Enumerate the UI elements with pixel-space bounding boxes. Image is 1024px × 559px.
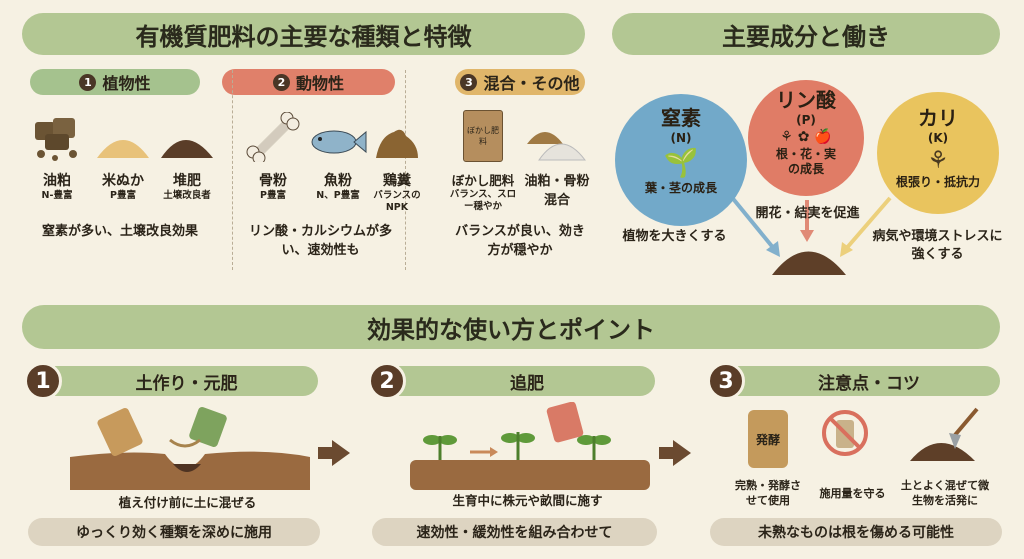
jar-label: 発酵 [755,432,780,447]
leaf-icon: 🌱 [663,146,699,179]
item-rice-bran: 米ぬか P豊富 [88,112,158,202]
item-compost: 堆肥 土壌改良者 [152,112,222,202]
mixed-powder-icon [522,112,592,162]
category-animal: 2 動物性 [222,69,395,95]
item-chicken-manure: 鶏糞 バランスの NPK [362,112,432,214]
item-name: 鶏糞 [383,173,411,189]
soil-pile-icon [772,251,846,275]
step-caption: 植え付け前に土に混ぜる [118,495,257,510]
nutrient-effect: 開花・結実を促進 [755,206,860,221]
step-number: 3 [707,362,745,400]
item-sub: P豊富 [260,190,286,201]
item-name: 油粕 [43,173,71,189]
fish-icon [303,112,373,162]
nutrient-name: カリ [918,106,958,130]
nutrient-effect: 植物を大きくする [622,229,727,244]
item-sub: バランス、スロー穏やか [449,189,517,212]
step-title: 注意点・コツ [738,366,1000,396]
item-sub: N、P豊富 [316,190,360,201]
step-number: 2 [368,362,406,400]
item-mixed: 油粕・骨粉混合 [522,112,592,208]
bone-icon [238,112,308,162]
nutrient-symbol: (N) [670,131,692,145]
nutrient-effect: 病気や環境ストレスに強くする [872,229,1003,262]
category-number: 3 [460,73,478,91]
types-title: 有機質肥料の主要な種類と特徴 [22,13,585,55]
tip-text: 施用量を守る [819,487,886,500]
tip-text: 完熟・発酵させて使用 [735,479,801,507]
item-name: 骨粉 [259,173,287,189]
item-name: 魚粉 [324,173,352,189]
fertilizer-bag-icon [546,402,584,443]
item-oil-cake: 油粕 N-豊富 [22,112,92,202]
nutrients-title: 主要成分と働き [612,13,1000,55]
nutrient-name: 窒素 [661,106,701,130]
category-plant: 1 植物性 [30,69,200,95]
step-point: ゆっくり効く種類を深めに施用 [28,518,320,546]
item-sub: 土壌改良者 [163,190,211,201]
fertilizer-bag-icon: ぼかし肥料 [448,110,518,162]
rice-bran-icon [88,112,158,162]
step-point: 速効性・緩効性を組み合わせて [372,518,657,546]
category-desc: バランスが良い、効き方が穏やか [455,224,585,258]
item-bokashi: ぼかし肥料 ぼかし肥料 バランス、スロー穏やか [448,110,518,213]
category-label: 動物性 [295,74,344,93]
item-name: 米ぬか [102,173,144,189]
category-label: 混合・その他 [483,74,580,93]
nutrient-name: リン酸 [776,88,836,112]
fermented-jar-icon: 発酵 [748,410,788,468]
fertilizer-bag-icon [189,407,227,447]
step-title: 追肥 [399,366,655,396]
item-fish-meal: 魚粉 N、P豊富 [303,112,373,202]
category-desc: 窒素が多い、土壌改良効果 [41,224,198,239]
roots-icon: ⚘ [927,146,949,174]
compost-icon [152,112,222,162]
arrow-shaft [318,447,334,459]
nutrient-function: 根・花・実の成長 [775,147,836,176]
item-name: ぼかし肥料 [451,173,515,188]
bag-label: ぼかし肥料 [467,126,499,146]
nutrient-symbol: (K) [927,131,949,145]
category-number: 2 [272,73,290,91]
item-name: 油粕・骨粉混合 [524,174,590,208]
step-number: 1 [24,362,62,400]
arrow-right-icon [673,440,691,466]
nutrient-nitrogen: 窒素 (N) 🌱 葉・茎の成長 [615,94,747,226]
item-name: 堆肥 [173,173,201,189]
category-desc: リン酸・カルシウムが多い、速効性も [248,224,392,258]
soil-mixing-illustration [70,407,310,490]
item-sub: N-豊富 [41,190,73,201]
nutrient-potassium: カリ (K) ⚘ 根張り・抵抗力 [877,92,999,214]
divider [232,70,233,270]
no-overuse-icon [822,410,868,456]
nutrient-arrows [728,193,892,275]
oil-cake-icon [22,112,92,162]
nutrient-phosphorus: リン酸 (P) ⚘ ✿ 🍎 根・花・実の成長 [748,80,864,196]
root-flower-fruit-icon: ⚘ ✿ 🍎 [780,129,832,145]
category-mixed: 3 混合・その他 [455,69,585,95]
divider [405,70,406,270]
usage-title: 効果的な使い方とポイント [22,305,1000,349]
nutrient-function: 葉・茎の成長 [644,181,717,195]
nutrient-symbol: (P) [796,113,816,127]
fertilizer-bag-icon [97,408,143,456]
arrow-right-icon [332,440,350,466]
item-bone-meal: 骨粉 P豊富 [238,112,308,202]
step-point: 未熟なものは根を傷める可能性 [710,518,1002,546]
step-caption: 生育中に株元や畝間に施す [452,493,603,508]
category-number: 1 [79,73,97,91]
soil-trowel-icon [910,407,979,461]
top-dressing-illustration [410,402,650,490]
step-title: 土作り・元肥 [55,366,318,396]
tip-text: 土とよく混ぜて微生物を活発に [900,479,990,507]
nutrient-function: 根張り・抵抗力 [895,175,980,189]
category-label: 植物性 [102,74,151,93]
item-sub: バランスの NPK [373,190,421,213]
item-sub: P豊富 [110,190,136,201]
arrow-shaft [659,447,675,459]
manure-icon [362,112,432,162]
